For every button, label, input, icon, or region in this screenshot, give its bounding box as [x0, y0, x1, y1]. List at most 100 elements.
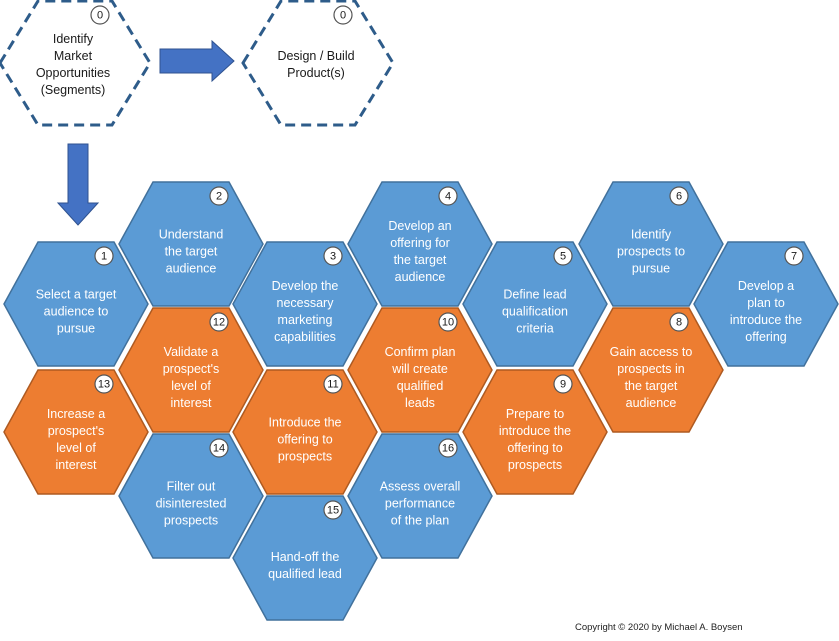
hexagon-shape [232, 495, 378, 621]
hexagon-number-badge: 5 [553, 246, 573, 266]
hexagon-label-line: interest [56, 458, 98, 472]
hexagon-number-badge: 3 [323, 246, 343, 266]
hexagon-label-line: audience [626, 396, 677, 410]
number-badge-label: 12 [213, 317, 225, 329]
hexagon-label-line: Identify [53, 32, 94, 46]
number-badge-label: 9 [560, 379, 566, 391]
hexagon-label-line: level of [171, 379, 211, 393]
hexagon-number-badge: 15 [323, 500, 343, 520]
hexagon-shape [3, 369, 149, 495]
hexagon-label-line: qualified lead [268, 567, 342, 581]
hexagon-label-line: audience [395, 270, 446, 284]
hexagon-label-line: prospects [508, 458, 562, 472]
hexagon-label-line: Develop the [272, 279, 339, 293]
hexagon-label-line: Hand-off the [271, 550, 340, 564]
number-badge-label: 14 [213, 443, 225, 455]
number-badge-label: 4 [445, 191, 451, 203]
number-badge-label: 5 [560, 251, 566, 263]
hexagon-label-line: the target [625, 379, 678, 393]
number-badge-label: 0 [340, 10, 346, 22]
hexagon-number-badge: 1 [94, 246, 114, 266]
number-badge-circle [323, 374, 343, 394]
number-badge-circle [438, 186, 458, 206]
hexagon-label-line: prospects [278, 449, 332, 463]
hexagon-shape [118, 181, 264, 307]
hexagon-label-line: the target [394, 253, 447, 267]
hexagon-shape [232, 241, 378, 367]
process-hexagon-15: Hand-off the qualified lead 15 [232, 495, 378, 621]
hexagon-label-line: audience [166, 261, 217, 275]
hexagon-label-line: offering for [390, 236, 450, 250]
hexagon-label-line: will create [391, 362, 448, 376]
hexagon-label-line: Confirm plan [385, 345, 456, 359]
hexagon-label-line: qualification [502, 304, 568, 318]
number-badge-circle [553, 374, 573, 394]
hexagon-label-line: Develop a [738, 279, 794, 293]
hexagon-number-badge: 7 [784, 246, 804, 266]
hexagon-label-line: offering to [277, 432, 332, 446]
hexagon-label-line: prospects in [617, 362, 684, 376]
number-badge-label: 13 [98, 379, 110, 391]
hexagon-label-line: prospects to [617, 244, 685, 258]
hexagon-label-line: audience to [44, 304, 109, 318]
hexagon-label-line: of the plan [391, 513, 449, 527]
number-badge-circle [669, 186, 689, 206]
number-badge-circle [669, 312, 689, 332]
hexagon-label-line: qualified [397, 379, 444, 393]
process-hexagon-7: Develop a plan to introduce the offering 7 [693, 241, 839, 367]
process-hexagon-3: Develop thenecessarymarketingcapabilitie… [232, 241, 378, 367]
hexagon-shape [3, 241, 149, 367]
hexagon-shape [118, 307, 264, 433]
hexagon-shape [462, 369, 608, 495]
hexagon-label-line: plan to [747, 296, 785, 310]
hexagon-label-line: Identify [631, 227, 672, 241]
hexagon-label-line: level of [56, 441, 96, 455]
number-badge-label: 8 [676, 317, 682, 329]
hexagon-number-badge: 11 [323, 374, 343, 394]
process-hexagon-4: Develop an offering for the target audience… [347, 181, 493, 307]
hexagon-label-line: prospects [164, 513, 218, 527]
hexagon-shape [118, 433, 264, 559]
hexagon-label-line: offering [745, 330, 787, 344]
hexagon-number-badge: 14 [209, 438, 229, 458]
number-badge-circle [323, 500, 343, 520]
hexagon-number-badge: 4 [438, 186, 458, 206]
hexagon-label-line: Design / Build [277, 49, 354, 63]
hexagon-number-badge: 10 [438, 312, 458, 332]
dashed-hexagon-shape [0, 0, 152, 127]
hexagon-label-line: necessary [277, 296, 335, 310]
hexagon-label-line: pursue [57, 321, 95, 335]
hexagon-shape [347, 307, 493, 433]
hexagon-label-line: performance [385, 496, 455, 510]
number-badge-label: 11 [327, 379, 338, 391]
hexagon-label-line: disinterested [156, 496, 227, 510]
number-badge-label: 16 [442, 443, 454, 455]
hexagon-label-line: interest [171, 396, 213, 410]
hexagon-label-line: prospect's [48, 424, 105, 438]
hexagon-number-badge: 12 [209, 312, 229, 332]
number-badge-circle [94, 374, 114, 394]
hexagon-shape [462, 241, 608, 367]
number-badge-circle [784, 246, 804, 266]
number-badge-label: 15 [327, 505, 339, 517]
hexagon-label-line: introduce the [730, 313, 802, 327]
hexagon-label-line: Develop an [388, 219, 451, 233]
hexagon-label-line: Market [54, 49, 93, 63]
hexagon-label-line: Validate a [164, 345, 219, 359]
hexagon-label-line: introduce the [499, 424, 571, 438]
hexagon-label-line: leads [405, 396, 435, 410]
number-badge-circle [323, 246, 343, 266]
hexagon-label-line: Opportunities [36, 66, 110, 80]
number-badge-circle [209, 186, 229, 206]
number-badge-circle [94, 246, 114, 266]
number-badge-circle [438, 312, 458, 332]
